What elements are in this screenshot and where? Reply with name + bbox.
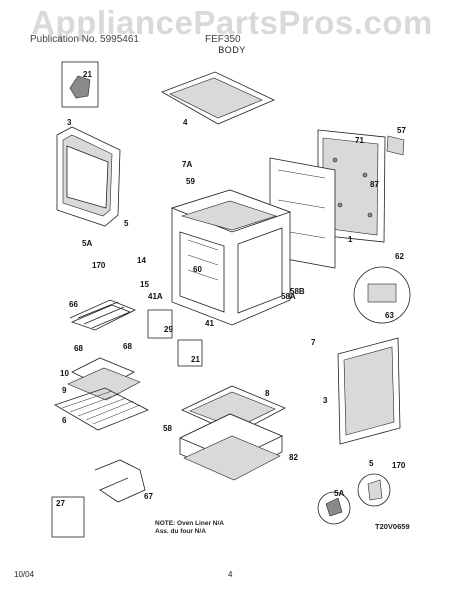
callout-82: 82 (289, 453, 298, 462)
callout-58: 58 (163, 424, 172, 433)
callout-62: 62 (395, 252, 404, 261)
publication-number: Publication No. 5995461 (30, 34, 139, 45)
broil-element (94, 459, 146, 503)
footer-date: 10/04 (14, 570, 35, 579)
callout-5-left: 5 (124, 219, 129, 228)
callout-1: 1 (348, 235, 353, 244)
part-29-inset (147, 309, 173, 339)
oven-door-left (56, 126, 121, 227)
callout-21-top: 21 (83, 70, 92, 79)
callout-5a-right: 5A (334, 489, 344, 498)
callout-170-right: 170 (392, 461, 406, 470)
callout-57: 57 (397, 126, 406, 135)
rear-panel (317, 129, 386, 243)
part-62-inset (353, 266, 411, 324)
callout-5a-left: 5A (82, 239, 92, 248)
callout-8: 8 (265, 389, 270, 398)
callout-29: 29 (164, 325, 173, 334)
cooktop-top (161, 71, 275, 125)
drawer-bottom (183, 435, 281, 481)
callout-3-left: 3 (67, 118, 72, 127)
part-57-label-plate (386, 135, 405, 156)
callout-87: 87 (370, 180, 379, 189)
callout-68-left: 68 (74, 344, 83, 353)
drawer-liner (181, 385, 286, 435)
note-line-2: Ass. du four N/A (155, 528, 206, 535)
callout-9: 9 (62, 386, 67, 395)
broiler-pan (67, 357, 141, 401)
callout-58b: 58B (290, 287, 305, 296)
callout-60: 60 (193, 265, 202, 274)
part-27-inset (51, 496, 85, 538)
callout-10: 10 (60, 369, 69, 378)
part-5a-inset-bottom (317, 491, 351, 525)
watermark: AppliancePartsPros.com (31, 4, 433, 41)
callout-21-lower: 21 (191, 355, 200, 364)
callout-66: 66 (69, 300, 78, 309)
callout-5-right: 5 (369, 459, 374, 468)
part-5-inset-bottom (357, 473, 391, 507)
drawing-code: T20V0659 (375, 522, 410, 531)
callout-68-right: 68 (123, 342, 132, 351)
callout-170-left: 170 (92, 261, 106, 270)
callout-63: 63 (385, 311, 394, 320)
callout-58a: 58A (281, 292, 296, 301)
callout-71: 71 (355, 136, 364, 145)
callout-7a: 7A (182, 160, 192, 169)
note-line-1: NOTE: Oven Liner N/A (155, 520, 224, 527)
callout-41: 41 (205, 319, 214, 328)
callout-3-right: 3 (323, 396, 328, 405)
note: NOTE: Oven Liner N/A Ass. du four N/A (155, 520, 224, 536)
part-21-inset-lower (177, 339, 203, 367)
part-21-inset (61, 61, 99, 108)
callout-4: 4 (183, 118, 188, 127)
oven-body (170, 189, 292, 326)
callout-15: 15 (140, 280, 149, 289)
callout-41a: 41A (148, 292, 163, 301)
callout-59: 59 (186, 177, 195, 186)
footer-page-number: 4 (228, 570, 233, 579)
oven-rack (54, 387, 149, 431)
callout-27: 27 (56, 499, 65, 508)
callout-14: 14 (137, 256, 146, 265)
callout-6: 6 (62, 416, 67, 425)
model-number: FEF350 (205, 34, 241, 45)
bake-element (69, 299, 136, 331)
callout-67: 67 (144, 492, 153, 501)
section-title: BODY (218, 45, 246, 55)
oven-door-right (337, 337, 401, 445)
callout-7: 7 (311, 338, 316, 347)
